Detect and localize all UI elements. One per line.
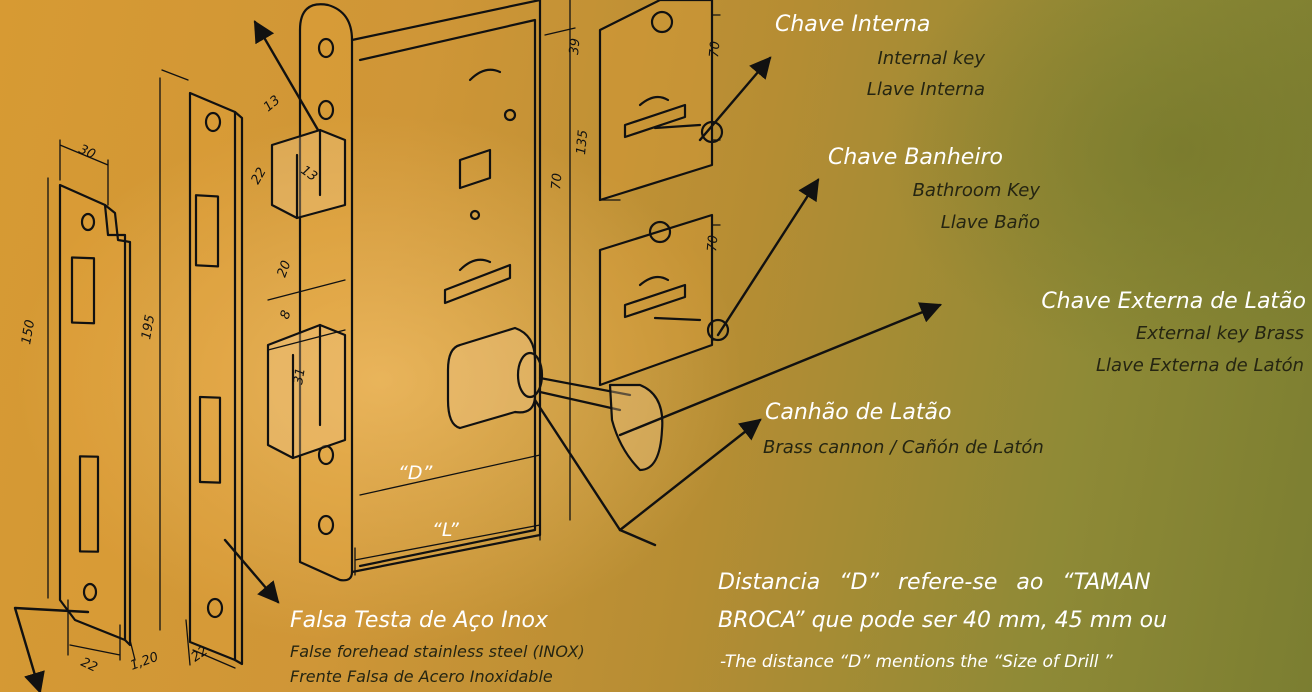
distance-note-line1: Distancia “D” refere-se ao “TAMAN [718,570,1151,595]
l-marker: “L” [432,519,459,541]
distance-note-line3: -The distance “D” mentions the “Size of … [720,652,1113,672]
faceplate [188,91,244,666]
internal-key-en: Internal key [877,48,985,69]
bathroom-key-title: Chave Banheiro [828,145,1003,170]
faceplate-es: Frente Falsa de Acero Inoxidable [290,667,553,686]
dim-faceplate-height: 195 [139,314,158,341]
external-key-es: Llave Externa de Latón [1096,355,1304,376]
d-marker: “D” [398,462,433,484]
latch [270,128,347,220]
dim-case-39: 39 [567,38,583,56]
external-key-en: External key Brass [1135,323,1304,344]
dim-strike-width: 30 [76,142,97,163]
dim-bolt-20: 20 [275,259,295,280]
dim-bolt-31: 31 [291,367,309,386]
lock-body [298,0,542,582]
dim-case-70: 70 [549,173,565,191]
dim-strike-height: 150 [19,319,38,346]
dim-strike-bottom-width: 22 [78,655,99,676]
dim-bolt-8: 8 [278,308,295,321]
cannon-title: Canhão de Latão [765,400,952,425]
bathroom-key-en: Bathroom Key [912,180,1040,201]
internal-key-es: Llave Interna [866,79,985,100]
internal-key-title: Chave Interna [775,12,931,37]
rose-plate-top [598,0,724,202]
faceplate-title: Falsa Testa de Aço Inox [290,608,549,633]
dim-latch-13a: 13 [261,93,283,115]
rose-plate-bottom [598,213,730,387]
cannon-subtitle: Brass cannon / Cañón de Latón [763,437,1044,458]
deadbolt [266,323,347,460]
strike-plate [58,183,132,647]
dim-rose-70a: 70 [707,41,723,59]
dim-latch-22: 22 [248,165,269,187]
bathroom-key-es: Llave Baño [940,212,1040,233]
distance-note-line2: BROCA” que pode ser 40 mm, 45 mm ou [718,608,1168,633]
faceplate-en: False forehead stainless steel (INOX) [290,642,585,661]
dim-case-135: 135 [574,129,591,155]
cylinder [446,326,664,472]
dim-rose-70b: 70 [705,235,721,253]
external-key-title: Chave Externa de Latão [1041,289,1306,314]
